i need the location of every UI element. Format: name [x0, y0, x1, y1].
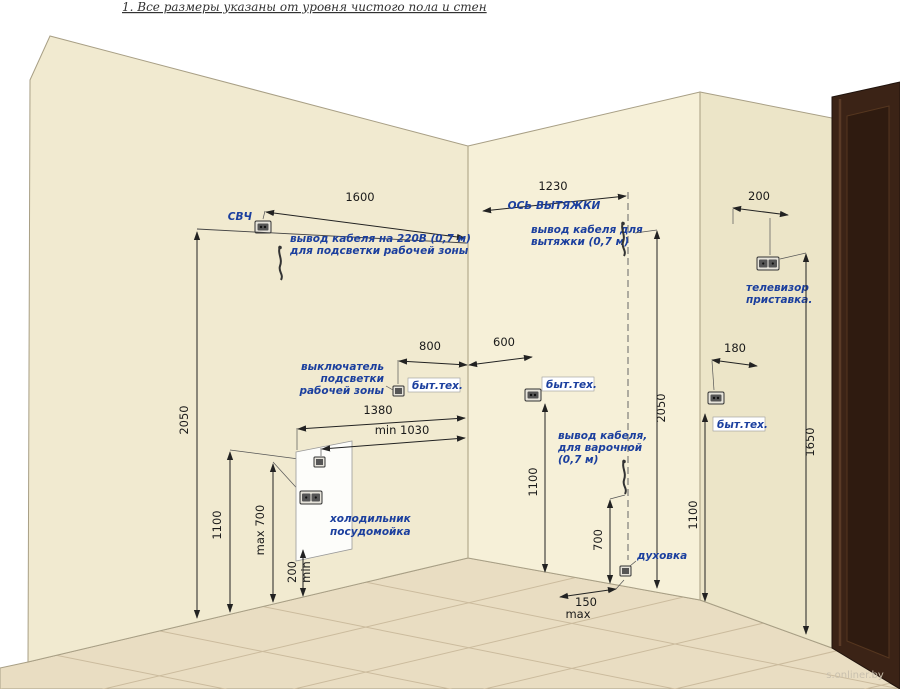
switch-label-3: рабочей зоны	[298, 385, 384, 397]
switch-label-1: выключатель	[301, 361, 384, 373]
fridge-outlet-icon	[313, 456, 326, 468]
dim-line-150	[559, 587, 617, 599]
dim-line-1230	[482, 193, 627, 214]
right-wall	[699, 91, 833, 649]
tv-outlet-icon	[756, 256, 780, 271]
dim-700: 700	[591, 529, 605, 551]
dim-150-max-word: max	[565, 607, 590, 621]
dim-line-min1030	[321, 435, 466, 452]
dim-line-200-tv	[732, 205, 789, 218]
cable220-label-1: вывод кабеля на 220В (0,7 м)	[290, 233, 471, 245]
left-wall-annotations: СВЧ 1600 вывод кабеля на 220В (0,7 м) дл…	[177, 190, 533, 619]
dim-2050-left: 2050	[177, 405, 191, 434]
dim-min1030: min 1030	[375, 423, 430, 437]
center-wall-annotations: 1230 ОСЬ ВЫТЯЖКИ вывод кабеля для вытяжк…	[482, 179, 687, 621]
dim-line-600	[468, 354, 533, 368]
dim-2050-center: 2050	[654, 393, 668, 422]
right-wall-annotations: 200 телевизор приставка. 1650 180 быт.те…	[686, 189, 817, 635]
dim-200-tv: 200	[748, 189, 770, 203]
height-ref-line	[196, 228, 467, 244]
dim-200-min-word: min	[299, 561, 313, 583]
cable220-label-2: для подсветки рабочей зоны	[289, 245, 469, 257]
byt-teh-left-chip	[407, 377, 461, 393]
byt-teh-right-chip	[712, 416, 766, 432]
dim-line-1600	[265, 209, 466, 241]
hood-cable-label-2: вытяжки (0,7 м)	[531, 236, 629, 248]
dim-1650: 1650	[803, 427, 817, 456]
microwave-outlet-icon	[254, 220, 272, 234]
dim-max700: max 700	[253, 505, 267, 556]
tv-label-2: приставка.	[746, 294, 812, 306]
dim-200: 200	[285, 561, 299, 583]
dim-1100-right: 1100	[686, 500, 700, 529]
hood-axis-label: ОСЬ ВЫТЯЖКИ	[508, 200, 601, 212]
byt-teh-left-label: быт.тех.	[412, 380, 463, 392]
dim-1100-left: 1100	[210, 510, 224, 539]
fridge-label-1: холодильник	[329, 513, 412, 525]
dim-1380: 1380	[363, 403, 392, 417]
dishwasher-outlet-icon	[299, 490, 323, 505]
byt-teh-center-chip	[541, 376, 595, 392]
room-structure	[0, 35, 900, 689]
dim-line-800	[398, 358, 468, 368]
byt-teh-right-label: быт.тех.	[717, 419, 768, 431]
byt-teh-right-outlet-icon	[707, 391, 725, 405]
dim-800: 800	[419, 339, 441, 353]
switch-icon	[392, 385, 405, 397]
tv-label-1: телевизор	[746, 282, 809, 294]
watermark: s.onliner.by	[826, 670, 884, 681]
switch-label-2: подсветки	[320, 373, 384, 385]
byt-teh-center-outlet-icon	[524, 388, 542, 402]
plan-note: 1. Все размеры указаны от уровня чистого…	[122, 0, 487, 14]
byt-teh-center-label: быт.тех.	[546, 379, 597, 391]
dim-line-180	[711, 357, 758, 369]
microwave-label: СВЧ	[228, 211, 253, 223]
dim-180: 180	[724, 341, 746, 355]
left-wall	[27, 35, 469, 663]
dim-150: 150	[575, 595, 597, 609]
door-panel	[846, 105, 890, 659]
fridge-label-2: посудомойка	[330, 526, 411, 538]
hob-cable-label-3: (0,7 м)	[558, 454, 598, 466]
dim-1600: 1600	[345, 190, 374, 204]
oven-outlet-icon	[619, 565, 632, 577]
dim-1100-center: 1100	[526, 467, 540, 496]
dim-1230: 1230	[538, 179, 567, 193]
dim-600: 600	[493, 335, 515, 349]
hood-cable-label-1: вывод кабеля для	[531, 224, 643, 236]
hob-cable-label-2: для варочной	[557, 442, 643, 454]
dim-line-1380	[297, 415, 466, 432]
oven-label: духовка	[636, 550, 687, 562]
hob-cable-label-1: вывод кабеля,	[558, 430, 647, 442]
